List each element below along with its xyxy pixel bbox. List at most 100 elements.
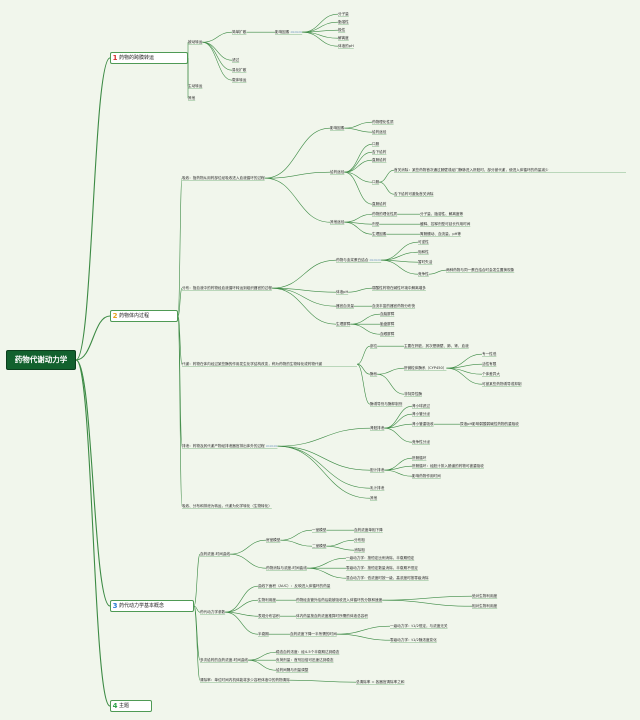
s3-multi-0[interactable]: 稳态血药浓度：经4-5个半衰期达到稳态	[276, 650, 340, 654]
s2-route-2[interactable]: 直肠给药	[372, 158, 387, 162]
s2-site[interactable]: 部位	[370, 344, 378, 348]
s2-compete-desc[interactable]: 两种药物与同一蛋白结合时会发生置换现象	[446, 268, 515, 272]
s3-auc[interactable]: 曲线下面积（AUC）：反映进入体循环的药量	[258, 584, 331, 588]
s3-vd[interactable]: 表观分布容积	[258, 614, 280, 618]
s2-binding[interactable]: 药物与血浆蛋白结合 ᯅᯅᯅ	[336, 258, 381, 262]
s3-two[interactable]: 二室模型	[312, 544, 327, 548]
s2-drug-props-desc[interactable]: 分子量、脂溶性、解离度等	[420, 212, 464, 216]
s2-p450-1[interactable]: 活性有限	[482, 362, 497, 366]
s2-inducer[interactable]: 酶诱导剂与酶抑制剂	[370, 402, 403, 406]
s2-reabsorb-desc[interactable]: 尿液pH影响弱酸弱碱性药物的重吸收	[460, 422, 519, 426]
s2-physio[interactable]: 生理因素	[372, 232, 387, 236]
s2-barrier-1[interactable]: 胎盘屏障	[380, 322, 395, 326]
s2-nonspecific[interactable]: 非特异性酶	[404, 392, 422, 396]
s2-bile-0[interactable]: 肝肠循环	[412, 456, 427, 460]
s2-other-route[interactable]: 其他途径	[330, 220, 345, 224]
s1-factor-2[interactable]: 极性	[338, 28, 346, 32]
s2-body-desc[interactable]: 弱酸性药物在碱性环境中解离增多	[372, 286, 426, 290]
root-node[interactable]: 药物代谢动力学	[6, 350, 76, 370]
s3-one-desc[interactable]: 血药浓度单相下降	[354, 528, 383, 532]
s3-bio-1[interactable]: 相对生物利用度	[472, 604, 498, 608]
s1-filter[interactable]: 滤过	[232, 58, 240, 62]
s3-one[interactable]: 一室模型	[312, 528, 327, 532]
s2-competition[interactable]: 竞争性分泌	[412, 440, 430, 444]
s3-elim-0[interactable]: 一级动力学：按恒定比例消除，半衰期恒定	[346, 556, 415, 560]
s2-p450-3[interactable]: 可被某些药物诱导或抑制	[482, 382, 522, 386]
s2-oral[interactable]: 口服	[372, 180, 380, 184]
s3-elim-2[interactable]: 混合动力学：低浓度时按一级，高浓度时按零级消除	[346, 576, 429, 580]
s3-loading[interactable]: 给药间隔与剂量调整	[276, 668, 309, 672]
s2-absorb[interactable]: 吸收：指药物从用药部位经吸收进入血液循环的过程	[182, 176, 265, 180]
s2-dosage[interactable]: 剂型	[372, 222, 380, 226]
s3-half-desc[interactable]: 血药浓度下降一半所需的时间	[290, 632, 337, 636]
s3-elim[interactable]: 药物消除与浓度-时间曲线	[266, 566, 307, 570]
s2-kidney-1[interactable]: 肾小管分泌	[412, 412, 430, 416]
s2-metabolism[interactable]: 代谢：药物在体内经过某些酶的作用发生化学结构改变，称为药物的生物转化或药物代谢	[182, 362, 323, 366]
s1-active[interactable]: 主动转运	[188, 84, 203, 88]
s3-half-1[interactable]: 零级动力学：t1/2随浓度变化	[390, 638, 437, 642]
s2-kidney-0[interactable]: 肾小球滤过	[412, 404, 430, 408]
s2-p450[interactable]: 肝微粒体酶系（CYP450）	[404, 366, 447, 370]
s1-carrier[interactable]: 载体转运	[232, 78, 247, 82]
s2-rectal[interactable]: 直肠给药	[372, 202, 387, 206]
s2-summary[interactable]: 吸收、分布和排泄为转运，代谢为化学转化（生物转化）	[182, 504, 272, 508]
s3-ct[interactable]: 血药浓度-时间曲线	[200, 552, 231, 556]
s2-excretion[interactable]: 排泄：药物及其代谢产物经排泄器官排出体外的过程 ᯅᯅᯅ	[182, 444, 277, 448]
s2-physio-desc[interactable]: 胃肠蠕动、血流量、pH等	[420, 232, 461, 236]
s3-phase[interactable]: 房室模型	[266, 538, 281, 542]
s2-sublingual[interactable]: 舌下给药可避免首关消除	[394, 192, 434, 196]
s3-bio-0[interactable]: 绝对生物利用度	[472, 594, 498, 598]
s2-kidney[interactable]: 肾脏排泄	[370, 426, 385, 430]
s2-p450-0[interactable]: 专一性低	[482, 352, 497, 356]
s2-route-0[interactable]: 口服	[372, 142, 380, 146]
s2-drug-props[interactable]: 药物的理化性质	[372, 212, 398, 216]
s2-kidney-2[interactable]: 肾小管重吸收	[412, 422, 434, 426]
s2-other-excretion[interactable]: 其他	[370, 496, 378, 500]
s2-bile-1[interactable]: 影响药物作用时间	[412, 474, 441, 478]
s2-site-desc[interactable]: 主要在肝脏，其次是肠壁、肺、肾、血液	[404, 344, 469, 348]
s2-bind-2[interactable]: 暂时失活	[418, 260, 433, 264]
s2-absorb-influence[interactable]: 影响因素	[330, 126, 345, 130]
s2-oral-desc[interactable]: 首关消除：某些药物首次通过肠壁或经门静脉进入肝脏时，部分被代谢，使进入体循环的药…	[394, 168, 549, 172]
s2-organ-flow[interactable]: 器官血流量	[336, 304, 354, 308]
s2-organ-desc[interactable]: 血流丰富的器官药物分布快	[372, 304, 416, 308]
s2-milk[interactable]: 乳汁排泄	[370, 486, 385, 490]
s1-factor-4[interactable]: 体液的pH	[338, 44, 354, 48]
s3-half[interactable]: 半衰期	[258, 632, 269, 636]
s3-clear-desc[interactable]: 总清除率 = 各器官清除率之和	[356, 680, 405, 684]
s3-params[interactable]: 药代动力学参数	[200, 610, 226, 614]
s1-affect[interactable]: 影响因素 ᯅᯅᯅ	[275, 30, 302, 34]
s1-facilitated[interactable]: 易化扩散	[232, 68, 247, 72]
s2-enterohepatic[interactable]: 肝肠循环：经胆汁排入肠道的药物可被重吸收	[412, 464, 484, 468]
s2-bind-1[interactable]: 饱和性	[418, 250, 429, 254]
s1-other[interactable]: 其他	[188, 96, 196, 100]
s3-clear[interactable]: 清除率：单位时间内机体能将多少容积体液中的药物清除	[200, 678, 290, 682]
s1-factor-0[interactable]: 分子量	[338, 12, 349, 16]
s2-distribute[interactable]: 分布：指血液中的药物经血液循环转运到组织器官的过程	[182, 286, 272, 290]
s2-compete[interactable]: 竞争性	[418, 272, 429, 276]
s2-barrier[interactable]: 生理屏障	[336, 322, 351, 326]
s3-two-0[interactable]: 分布相	[354, 538, 365, 542]
s1-simple[interactable]: 简单扩散	[232, 30, 247, 34]
s2-barrier-2[interactable]: 血眼屏障	[380, 332, 395, 336]
s2-bind-0[interactable]: 可逆性	[418, 240, 429, 244]
s1-factor-1[interactable]: 脂溶性	[338, 20, 349, 24]
s2-barrier-0[interactable]: 血脑屏障	[380, 312, 395, 316]
s3-bio-desc[interactable]: 药物经血管外给药后能被吸收进入体循环的分数和速度	[296, 598, 383, 602]
s1-passive[interactable]: 被动转运	[188, 40, 203, 44]
s2-route-1[interactable]: 舌下给药	[372, 150, 387, 154]
s2-p450-2[interactable]: 个体差异大	[482, 372, 500, 376]
s1-factor-3[interactable]: 解离度	[338, 36, 349, 40]
s2-infl-1[interactable]: 给药途径	[372, 130, 387, 134]
s2-bile[interactable]: 胆汁排泄	[370, 468, 385, 472]
s3-multi-1[interactable]: 负荷剂量：首剂加倍可迅速达到稳态	[276, 658, 334, 662]
s2-infl-0[interactable]: 药物理化性质	[372, 120, 394, 124]
s3-bio[interactable]: 生物利用度	[258, 598, 276, 602]
s3-two-1[interactable]: 消除相	[354, 548, 365, 552]
s2-dosage-desc[interactable]: 缓释、控释剂型可延长作用时间	[420, 222, 471, 226]
s3-half-0[interactable]: 一级动力学：t1/2恒定，与浓度无关	[390, 624, 448, 628]
